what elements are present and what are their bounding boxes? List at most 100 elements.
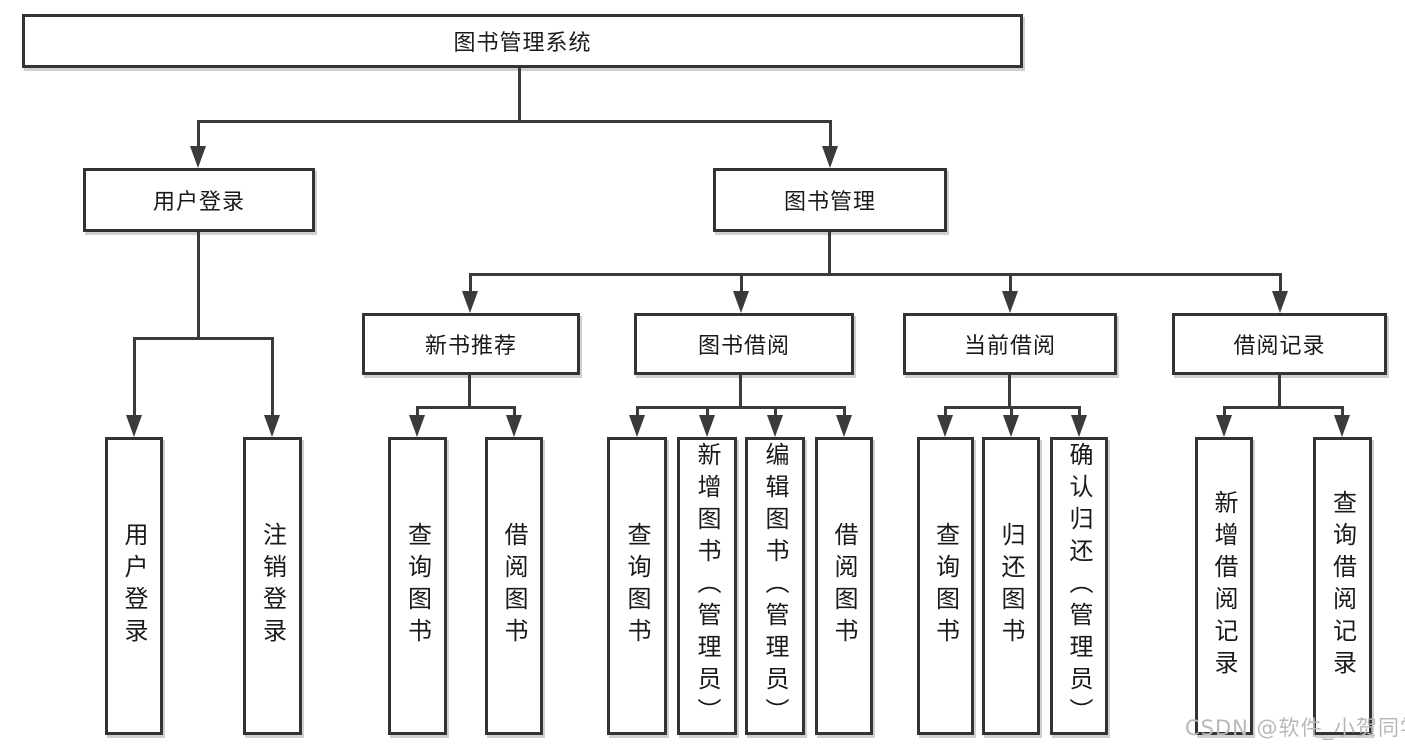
leaf-edit-books-admin-label: 编辑图书（管理员） (761, 442, 789, 730)
leaf-user-login-label: 用户登录 (120, 522, 148, 650)
arrow-stem (415, 406, 419, 417)
arrow-head-icon (629, 415, 645, 437)
arrow-head-icon (1272, 291, 1288, 313)
arrow-to-current-borrow (1002, 273, 1018, 313)
arrow-head-icon (1334, 415, 1350, 437)
arrow-head-icon (190, 146, 206, 168)
connector-new-book-stem (468, 375, 471, 406)
leaf-search-borrow-record: 查询借阅记录 (1313, 437, 1372, 735)
leaf-search-books-1-label: 查询图书 (403, 522, 432, 650)
node-current-borrow-label: 当前借阅 (963, 334, 1056, 359)
connector-user-login-stem (197, 232, 200, 337)
connector-borrow-records-rail (1224, 406, 1344, 409)
arrow-to-leaf-user-login (126, 337, 142, 437)
leaf-logout-label: 注销登录 (258, 522, 287, 650)
arrow-to-book-borrow (733, 273, 749, 313)
connector-current-borrow-rail (945, 406, 1081, 409)
connector-new-book-rail (417, 406, 516, 409)
arrow-stem (512, 406, 516, 417)
connector-root-rail (198, 120, 832, 123)
arrow-to-search-books-2 (629, 406, 645, 437)
leaf-search-borrow-record-label: 查询借阅记录 (1328, 490, 1357, 682)
arrow-stem (705, 406, 709, 417)
arrow-head-icon (1071, 415, 1087, 437)
arrow-to-leaf-logout (264, 337, 280, 437)
arrow-stem (1278, 273, 1282, 293)
leaf-return-books-label: 归还图书 (997, 522, 1025, 650)
arrow-stem (1222, 406, 1226, 417)
leaf-user-login: 用户登录 (105, 437, 163, 735)
arrow-stem (842, 406, 846, 417)
leaf-search-books-2: 查询图书 (607, 437, 667, 735)
arrow-to-search-borrow-record (1334, 406, 1350, 437)
node-book-management-label: 图书管理 (783, 190, 876, 215)
leaf-add-books-admin: 新增图书（管理员） (677, 437, 737, 735)
arrow-head-icon (836, 415, 852, 437)
connector-current-borrow-stem (1008, 375, 1011, 406)
arrow-stem (828, 120, 832, 148)
node-book-borrow: 图书借阅 (634, 313, 854, 375)
connector-book-management-stem (828, 232, 831, 273)
node-current-borrow: 当前借阅 (903, 313, 1117, 375)
arrow-stem (1009, 406, 1013, 417)
arrow-stem (468, 273, 472, 293)
arrow-head-icon (462, 291, 478, 313)
arrow-head-icon (1003, 415, 1019, 437)
arrow-to-confirm-return (1071, 406, 1087, 437)
leaf-search-books-2-label: 查询图书 (623, 522, 651, 650)
arrow-stem (270, 337, 274, 417)
arrow-to-new-book-recommend (462, 273, 478, 313)
leaf-return-books: 归还图书 (982, 437, 1040, 735)
arrow-head-icon (264, 415, 280, 437)
leaf-borrow-books-2-label: 借阅图书 (830, 522, 858, 650)
arrow-stem (943, 406, 947, 417)
arrow-stem (1077, 406, 1081, 417)
leaf-borrow-books-1: 借阅图书 (485, 437, 543, 735)
arrow-head-icon (937, 415, 953, 437)
arrow-head-icon (409, 415, 425, 437)
arrow-to-borrow-records (1272, 273, 1288, 313)
arrow-head-icon (1216, 415, 1232, 437)
node-library-system: 图书管理系统 (22, 14, 1023, 68)
arrow-stem (739, 273, 743, 293)
arrow-head-icon (822, 146, 838, 168)
leaf-borrow-books-1-label: 借阅图书 (500, 522, 528, 650)
connector-borrow-records-stem (1278, 375, 1281, 406)
arrow-stem (132, 337, 136, 417)
arrow-stem (635, 406, 639, 417)
leaf-add-books-admin-label: 新增图书（管理员） (693, 442, 721, 730)
node-book-borrow-label: 图书借阅 (697, 334, 790, 359)
connector-book-borrow-rail (637, 406, 846, 409)
connector-book-management-rail (470, 273, 1282, 276)
arrow-head-icon (1002, 291, 1018, 313)
arrow-head-icon (733, 291, 749, 313)
arrow-to-book-management (822, 120, 838, 168)
leaf-search-books-3: 查询图书 (917, 437, 974, 735)
arrow-stem (773, 406, 777, 417)
arrow-to-add-borrow-record (1216, 406, 1232, 437)
leaf-edit-books-admin: 编辑图书（管理员） (745, 437, 805, 735)
arrow-to-borrow-books-2 (836, 406, 852, 437)
arrow-to-add-books (699, 406, 715, 437)
connector-user-login-rail (134, 337, 274, 340)
arrow-to-return-books (1003, 406, 1019, 437)
node-borrow-records: 借阅记录 (1172, 313, 1387, 375)
leaf-add-borrow-record: 新增借阅记录 (1195, 437, 1253, 735)
arrow-head-icon (699, 415, 715, 437)
arrow-head-icon (506, 415, 522, 437)
arrow-head-icon (126, 415, 142, 437)
leaf-logout: 注销登录 (243, 437, 302, 735)
arrow-to-borrow-books-1 (506, 406, 522, 437)
node-user-login: 用户登录 (83, 168, 315, 232)
connector-book-borrow-stem (739, 375, 742, 406)
node-new-book-recommend: 新书推荐 (362, 313, 580, 375)
csdn-watermark: CSDN @软件_小贺同学 (1185, 716, 1405, 740)
node-borrow-records-label: 借阅记录 (1233, 334, 1326, 359)
arrow-stem (196, 120, 200, 148)
node-new-book-recommend-label: 新书推荐 (424, 334, 517, 359)
node-user-login-label: 用户登录 (152, 190, 245, 215)
leaf-search-books-1: 查询图书 (388, 437, 447, 735)
arrow-to-user-login (190, 120, 206, 168)
leaf-search-books-3-label: 查询图书 (931, 522, 960, 650)
